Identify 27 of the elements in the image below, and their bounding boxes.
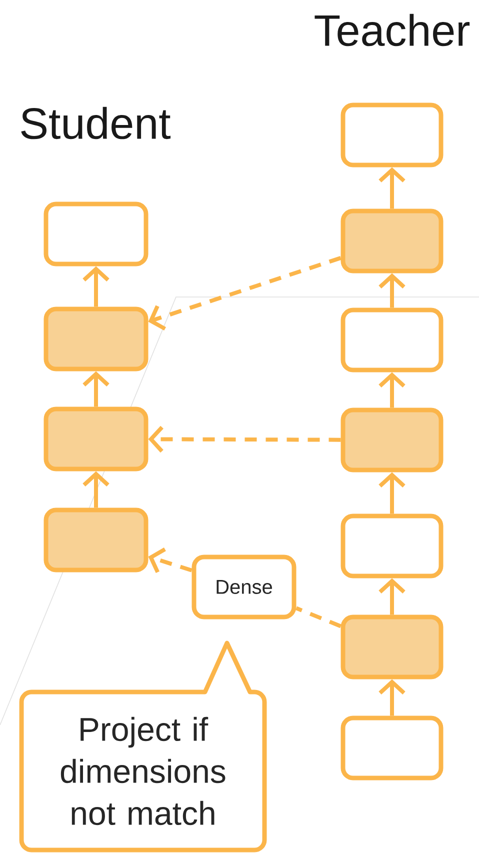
layer-box: [44, 306, 148, 372]
arrow: [148, 256, 342, 331]
layer-box: [340, 308, 444, 372]
arrow: [378, 372, 406, 408]
layer-box: [44, 406, 148, 472]
dense-box: Dense: [192, 554, 296, 620]
layer-box: [44, 508, 148, 572]
layer-box: [340, 208, 444, 274]
layer-box: [340, 716, 444, 780]
arrow: [378, 679, 406, 716]
column-heading: Teacher: [314, 14, 470, 46]
arrow: [82, 471, 110, 508]
arrow: [378, 273, 406, 308]
arrow: [378, 167, 406, 209]
arrow: [148, 426, 341, 453]
layer-box: [340, 614, 444, 680]
arrow: [82, 371, 110, 407]
column-heading: Student: [21, 106, 170, 140]
arrow: [378, 472, 406, 514]
layer-box: [340, 408, 444, 472]
arrow: [378, 578, 406, 615]
arrow: [82, 266, 110, 307]
arrow: [148, 548, 192, 573]
speech-bubble: Project if dimensions not match: [19, 640, 267, 852]
layer-box: [340, 102, 444, 168]
layer-box: [44, 202, 148, 266]
layer-box: [340, 514, 444, 578]
